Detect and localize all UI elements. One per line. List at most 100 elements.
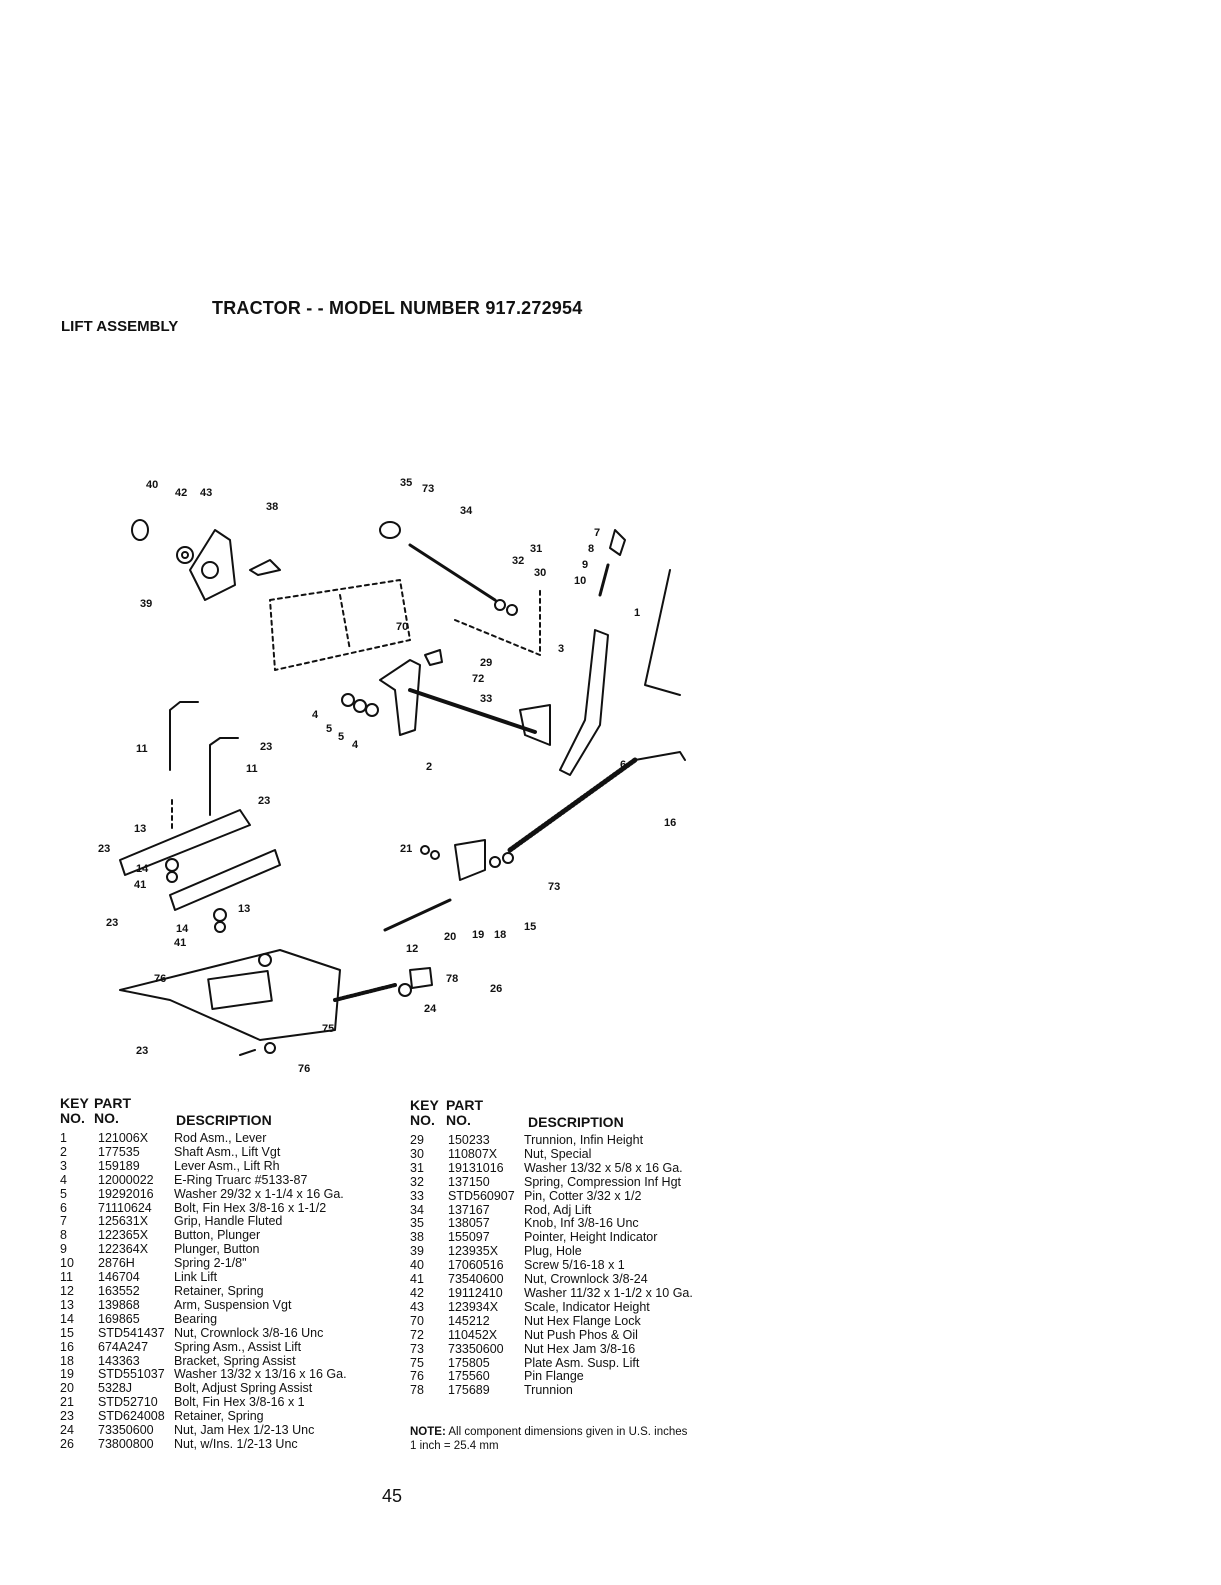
description-cell: Shaft Asm., Lift Vgt: [174, 1144, 281, 1159]
part-number-cell: 175689: [448, 1383, 490, 1398]
callout-label: 78: [446, 973, 458, 985]
part-number-cell: 73800800: [98, 1436, 154, 1451]
part-number-cell: 143363: [98, 1353, 140, 1368]
key-cell: 42: [410, 1285, 424, 1300]
description-cell: Pin, Cotter 3/32 x 1/2: [524, 1188, 642, 1203]
key-cell: 33: [410, 1188, 424, 1203]
part-number-cell: 73350600: [98, 1423, 154, 1438]
key-cell: 3: [60, 1158, 67, 1173]
key-cell: 32: [410, 1174, 424, 1189]
callout-label: 32: [512, 555, 524, 567]
callout-label: 13: [238, 903, 250, 915]
assist-spring-shape: [507, 757, 638, 853]
lift-link-shape: [169, 701, 199, 771]
key-cell: 13: [60, 1297, 74, 1312]
callout-label: 6: [620, 759, 626, 771]
part-number-cell: 123935X: [448, 1244, 499, 1259]
description-cell: Plunger, Button: [174, 1242, 260, 1257]
callout-label: 23: [106, 917, 118, 929]
description-cell: Bolt, Fin Hex 3/8-16 x 1: [174, 1395, 305, 1410]
part-number-cell: 674A247: [98, 1339, 149, 1354]
callout-label: 13: [134, 823, 146, 835]
callout-label: 39: [140, 598, 152, 610]
callout-label: 75: [322, 1023, 334, 1035]
key-cell: 38: [410, 1230, 424, 1245]
part-number-cell: STD52710: [98, 1395, 158, 1410]
washer-shape: [176, 546, 194, 564]
key-cell: 16: [60, 1339, 74, 1354]
part-number-cell: 175560: [448, 1369, 490, 1384]
key-cell: 23: [60, 1409, 74, 1424]
key-cell: 35: [410, 1216, 424, 1231]
callout-label: 3: [558, 643, 564, 655]
part-number-cell: STD560907: [448, 1188, 515, 1203]
part-number-cell: 19131016: [448, 1160, 504, 1175]
description-cell: Bolt, Adjust Spring Assist: [174, 1381, 313, 1396]
key-no-header: NO.: [60, 1110, 85, 1126]
callout-label: 23: [98, 843, 110, 855]
callout-label: 26: [490, 983, 502, 995]
callout-label: 33: [480, 693, 492, 705]
part-number-cell: 121006X: [98, 1131, 149, 1145]
callout-label: 5: [338, 731, 344, 743]
description-cell: Nut Hex Jam 3/8-16: [524, 1341, 636, 1356]
knob-shape: [379, 521, 401, 539]
callout-label: 38: [266, 501, 278, 513]
callout-label: 30: [534, 567, 546, 579]
callout-label: 76: [154, 973, 166, 985]
key-header-right: KEY: [410, 1097, 439, 1113]
description-header: DESCRIPTION: [176, 1112, 272, 1128]
key-cell: 34: [410, 1202, 424, 1217]
callout-label: 5: [326, 723, 332, 735]
suspension-arm-shape: [119, 809, 251, 876]
key-cell: 19: [60, 1367, 74, 1382]
description-cell: Nut, Crownlock 3/8-16 Unc: [174, 1325, 324, 1340]
key-cell: 8: [60, 1228, 67, 1243]
callout-label: 14: [176, 923, 189, 935]
key-cell: 9: [60, 1242, 67, 1257]
description-cell: Washer 29/32 x 1-1/4 x 16 Ga.: [174, 1186, 344, 1201]
callout-label: 8: [588, 543, 594, 555]
key-cell: 76: [410, 1369, 424, 1384]
part-number-cell: 17060516: [448, 1258, 504, 1273]
callout-label: 29: [480, 657, 492, 669]
key-cell: 31: [410, 1160, 424, 1175]
table-row: 33 STD560907 Pin, Cotter 3/32 x 1/2: [410, 1188, 693, 1204]
key-header: KEY: [60, 1095, 89, 1111]
spring-bracket-shape: [454, 839, 486, 881]
part-number-cell: 145212: [448, 1313, 490, 1328]
key-cell: 5: [60, 1186, 67, 1201]
part-number-cell: 159189: [98, 1158, 140, 1173]
callout-label: 2: [426, 761, 432, 773]
part-number-cell: 138057: [448, 1216, 490, 1231]
part-number-cell: 71110624: [98, 1200, 152, 1215]
callout-label: 16: [664, 817, 676, 829]
note-label: NOTE:: [410, 1426, 446, 1438]
description-cell: Link Lift: [174, 1270, 218, 1285]
key-cell: 26: [60, 1436, 74, 1451]
part-number-cell: 73540600: [448, 1272, 504, 1287]
callout-label: 9: [582, 559, 588, 571]
part-number-cell: 150233: [448, 1133, 490, 1147]
part-number-cell: 12000022: [98, 1172, 154, 1187]
key-cell: 6: [60, 1200, 67, 1215]
suspension-plate-shape: [119, 949, 341, 1041]
part-number-cell: 122365X: [98, 1228, 149, 1243]
callout-label: 24: [424, 1003, 437, 1015]
callout-label: 1: [634, 607, 640, 619]
